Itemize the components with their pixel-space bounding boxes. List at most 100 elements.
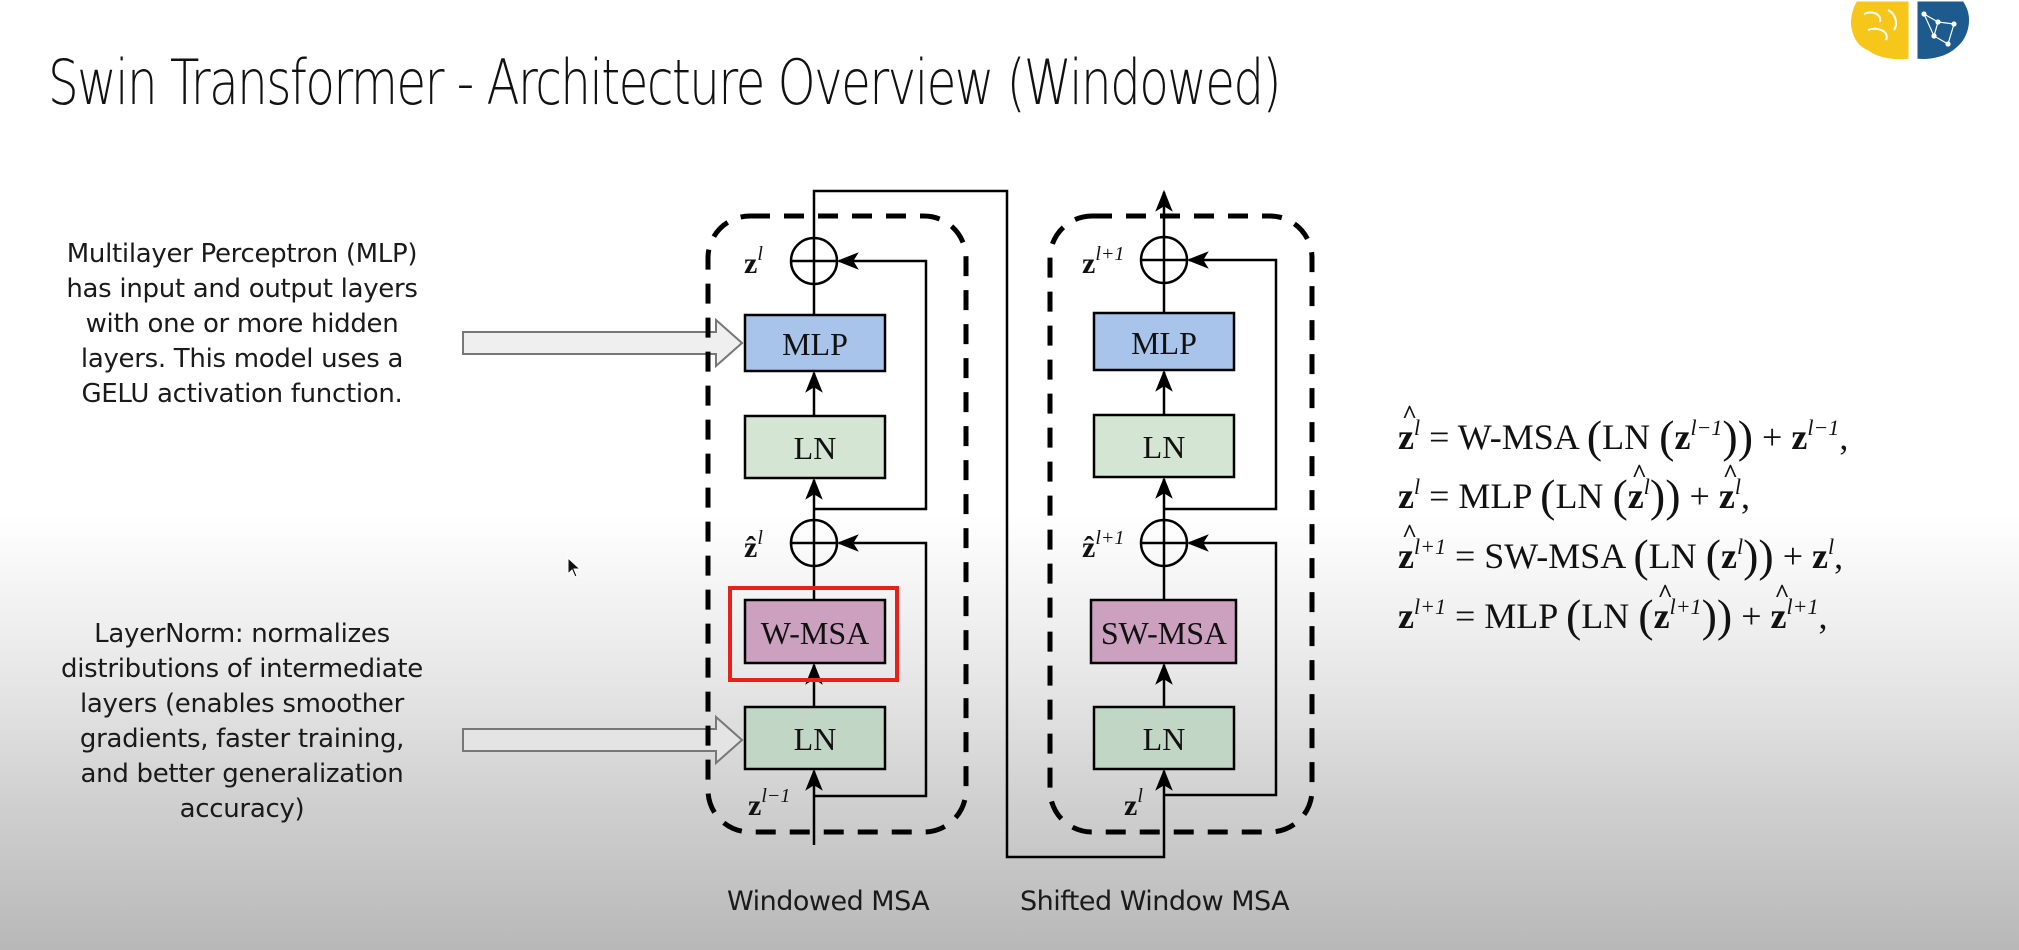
eq-lhs-base: z bbox=[1398, 519, 1417, 577]
residual-add-icon bbox=[789, 518, 839, 568]
eq-residual-base: z bbox=[1812, 536, 1829, 576]
eq-arg-sup: l bbox=[1736, 534, 1744, 559]
input-var-sup: l−1 bbox=[761, 785, 790, 807]
brain-logo-icon bbox=[1848, 0, 1972, 62]
residual-add-icon bbox=[1139, 235, 1189, 285]
eq-plus: + bbox=[1732, 596, 1771, 636]
output-var-label: z bbox=[1082, 247, 1095, 280]
eq-inner-op: LN bbox=[1581, 596, 1639, 636]
mouse-cursor-icon bbox=[567, 557, 581, 578]
eq-comma: , bbox=[1740, 476, 1750, 516]
eq-lhs-base: z bbox=[1398, 476, 1414, 516]
eq-lhs-base: z bbox=[1398, 400, 1417, 458]
eq-lhs-sup: l+1 bbox=[1413, 594, 1446, 619]
eq-paren: ( bbox=[1612, 470, 1628, 521]
sw-msa-box-label: SW-MSA bbox=[1101, 615, 1227, 651]
equation-row: zl = MLP (LN (zl)) + zl, bbox=[1398, 459, 1750, 522]
eq-residual: zl+1 bbox=[1771, 579, 1819, 637]
eq-plus: + bbox=[1773, 536, 1813, 576]
ln-bottom-box-label: LN bbox=[1143, 721, 1186, 757]
eq-paren: ( bbox=[1633, 530, 1649, 581]
eq-equals: = bbox=[1420, 476, 1459, 516]
ln-top-box-label: LN bbox=[1143, 429, 1186, 465]
input-var-label: z bbox=[1124, 789, 1137, 822]
ln-top-box bbox=[1092, 413, 1236, 479]
svg-text:zl−1: zl−1 bbox=[748, 785, 790, 822]
sw-msa-box bbox=[1089, 598, 1238, 665]
shifted-block: MLP LN SW-MSA LN zl+1 ẑl+1 zl bbox=[1082, 189, 1278, 822]
eq-residual-base: z bbox=[1791, 417, 1808, 457]
eq-operator: SW-MSA bbox=[1484, 536, 1634, 576]
w-msa-highlight bbox=[728, 586, 899, 682]
eq-equals: = bbox=[1445, 596, 1485, 636]
eq-residual-sup: l bbox=[1828, 534, 1835, 559]
windowed-block: MLP LN W-MSA LN zl ẑl zl−1 bbox=[728, 236, 928, 845]
svg-text:zl: zl bbox=[1124, 785, 1143, 822]
eq-lhs-base: z bbox=[1398, 596, 1414, 636]
output-var-sup: l bbox=[757, 243, 763, 265]
eq-equals: = bbox=[1420, 417, 1458, 457]
eq-lhs-sup: l bbox=[1413, 474, 1421, 499]
eq-plus: + bbox=[1680, 476, 1719, 516]
input-var-sup: l bbox=[1137, 785, 1143, 807]
mid-var-label: ẑ bbox=[744, 531, 757, 564]
eq-paren: ( bbox=[1586, 411, 1603, 462]
eq-paren: ( bbox=[1540, 470, 1556, 521]
svg-text:ẑl+1: ẑl+1 bbox=[1082, 527, 1124, 564]
eq-residual: zl bbox=[1719, 459, 1741, 517]
eq-arg: zl+1 bbox=[1654, 579, 1702, 637]
mlp-box-label: MLP bbox=[782, 326, 848, 362]
eq-paren: ( bbox=[1659, 411, 1675, 462]
w-msa-box-label: W-MSA bbox=[761, 615, 869, 651]
mid-var-label: ẑ bbox=[1082, 531, 1095, 564]
eq-residual-base: z bbox=[1719, 459, 1738, 517]
eq-operator: MLP bbox=[1458, 476, 1541, 516]
windowed-msa-caption: Windowed MSA bbox=[727, 886, 930, 917]
eq-residual: zl−1 bbox=[1791, 417, 1839, 458]
eq-operator: MLP bbox=[1484, 596, 1566, 636]
input-var-label: z bbox=[748, 789, 761, 822]
windowed-block-container bbox=[705, 213, 969, 835]
eq-lhs-sup: l+1 bbox=[1413, 534, 1446, 559]
equation-row: zl+1 = MLP (LN (zl+1)) + zl+1, bbox=[1398, 579, 1827, 642]
ln-top-box bbox=[743, 414, 887, 480]
eq-paren: )) bbox=[1722, 411, 1754, 462]
eq-arg: zl bbox=[1628, 459, 1650, 517]
eq-inner-op: LN bbox=[1555, 476, 1613, 516]
mlp-box bbox=[743, 313, 887, 373]
eq-comma: , bbox=[1839, 417, 1849, 457]
svg-text:zl+1: zl+1 bbox=[1082, 243, 1124, 280]
eq-arg: zl−1 bbox=[1674, 415, 1723, 458]
ln-top-box-label: LN bbox=[794, 430, 837, 466]
eq-inner-op: LN bbox=[1648, 536, 1706, 576]
svg-text:zl: zl bbox=[744, 243, 763, 280]
eq-arg-base: z bbox=[1654, 579, 1673, 637]
eq-lhs: zl bbox=[1398, 400, 1420, 458]
output-var-label: z bbox=[744, 247, 757, 280]
ln-bottom-box bbox=[1092, 705, 1236, 771]
w-msa-box bbox=[743, 598, 887, 665]
eq-arg-sup: l−1 bbox=[1690, 415, 1723, 440]
eq-arg-base: z bbox=[1628, 459, 1647, 517]
eq-inner-op: LN bbox=[1602, 417, 1660, 457]
eq-residual: zl bbox=[1812, 534, 1835, 577]
eq-arg: zl bbox=[1720, 534, 1744, 577]
residual-add-icon bbox=[789, 236, 839, 286]
equation-row: zl = W-MSA (LN (zl−1)) + zl−1, bbox=[1398, 400, 1849, 463]
eq-paren: ( bbox=[1638, 590, 1654, 641]
ln-bottom-box-label: LN bbox=[794, 721, 837, 757]
eq-plus: + bbox=[1753, 417, 1792, 457]
shifted-block-container bbox=[1047, 213, 1315, 835]
eq-paren: )) bbox=[1743, 530, 1774, 581]
shifted-window-msa-caption: Shifted Window MSA bbox=[1020, 886, 1290, 917]
slide-title: Swin Transformer - Architecture Overview… bbox=[48, 46, 1281, 119]
equation-row: zl+1 = SW-MSA (LN (zl)) + zl, bbox=[1398, 519, 1843, 582]
eq-lhs: zl bbox=[1398, 474, 1421, 517]
mid-var-sup: l+1 bbox=[1095, 527, 1124, 549]
inter-block-connector bbox=[812, 189, 1166, 859]
eq-paren: )) bbox=[1701, 590, 1733, 641]
eq-lhs: zl+1 bbox=[1398, 519, 1446, 577]
eq-arg-base: z bbox=[1720, 536, 1737, 576]
eq-residual-base: z bbox=[1771, 579, 1790, 637]
